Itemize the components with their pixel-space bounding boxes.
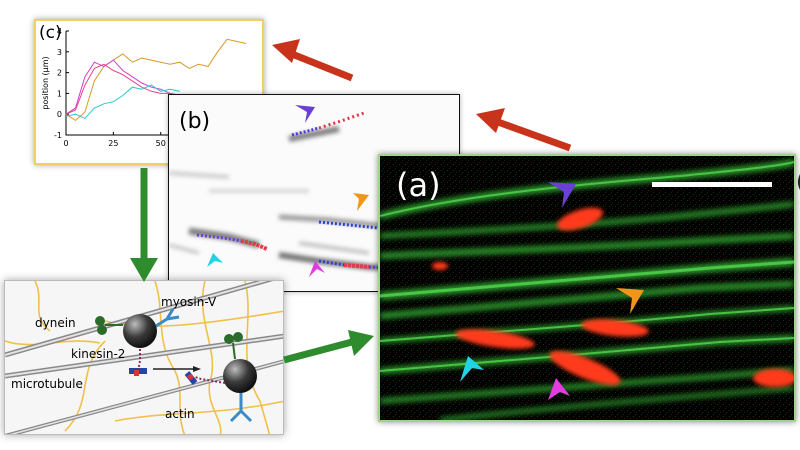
cargo-bottom-right xyxy=(753,369,794,387)
series-line-cyan xyxy=(65,84,180,120)
panel-c-label: (c) xyxy=(39,23,62,43)
panel-d-motor-schematic: myosin-V dynein kinesin-2 microtubule ac… xyxy=(4,280,284,435)
series-line-pink xyxy=(65,63,180,115)
y-tick-label: 0 xyxy=(57,110,62,119)
cargo-bead-left xyxy=(123,314,157,348)
panel-b-label: (b) xyxy=(179,109,211,134)
magenta-arrowhead-marker xyxy=(548,378,570,400)
green-arrow-to-a xyxy=(283,330,374,364)
cargo-purple-track xyxy=(557,207,603,231)
orange-arrowhead-marker xyxy=(616,288,644,314)
label-actin: actin xyxy=(165,407,195,421)
x-tick-label: 0 xyxy=(63,139,68,148)
dynein-motor-right xyxy=(224,332,243,360)
y-tick-label: 1 xyxy=(57,89,62,98)
fluorescence-micrograph xyxy=(380,156,794,420)
cargo-bead-right xyxy=(223,359,257,393)
dynein-motor-left xyxy=(95,316,123,335)
y-tick-label: 4 xyxy=(57,27,62,36)
cyan-arrowhead-marker xyxy=(460,356,484,382)
scale-bar xyxy=(652,182,772,187)
y-axis-label: position (μm) xyxy=(41,56,50,109)
series-line-magenta xyxy=(65,59,180,115)
cyan-arrowhead-marker xyxy=(207,253,223,267)
red-arrow-to-b xyxy=(476,108,572,152)
label-kinesin: kinesin-2 xyxy=(71,347,126,361)
purple-arrowhead-marker xyxy=(548,182,576,208)
myosin-motor-left xyxy=(155,308,180,328)
red-arrow-to-c xyxy=(272,39,354,82)
y-tick-label: 3 xyxy=(57,48,62,57)
cargo-orange-track xyxy=(581,319,649,337)
orange-arrowhead-marker xyxy=(353,193,369,211)
purple-arrowhead-marker xyxy=(295,105,315,123)
cargo-small xyxy=(432,262,448,270)
panel-a-label: (a) xyxy=(396,166,441,204)
label-dynein: dynein xyxy=(35,316,76,330)
x-tick-label: 25 xyxy=(108,139,118,148)
magenta-arrowhead-marker xyxy=(309,261,325,277)
label-myosin: myosin-V xyxy=(161,295,217,309)
y-tick-label: -1 xyxy=(54,131,62,140)
green-arrow-to-schematic xyxy=(130,168,158,282)
myosin-motor-right xyxy=(229,393,253,423)
x-tick-label: 50 xyxy=(156,139,166,148)
cargo-cyan-track xyxy=(455,329,535,349)
series-line-orange xyxy=(65,38,247,122)
cargo-magenta-track xyxy=(549,351,621,385)
y-tick-label: 2 xyxy=(57,69,62,78)
motor-schematic-drawing xyxy=(5,281,283,434)
panel-edge-paren: ( xyxy=(796,170,800,195)
panel-a-fluorescence-image: (a) xyxy=(378,154,796,422)
label-microtubule: microtubule xyxy=(11,377,83,391)
